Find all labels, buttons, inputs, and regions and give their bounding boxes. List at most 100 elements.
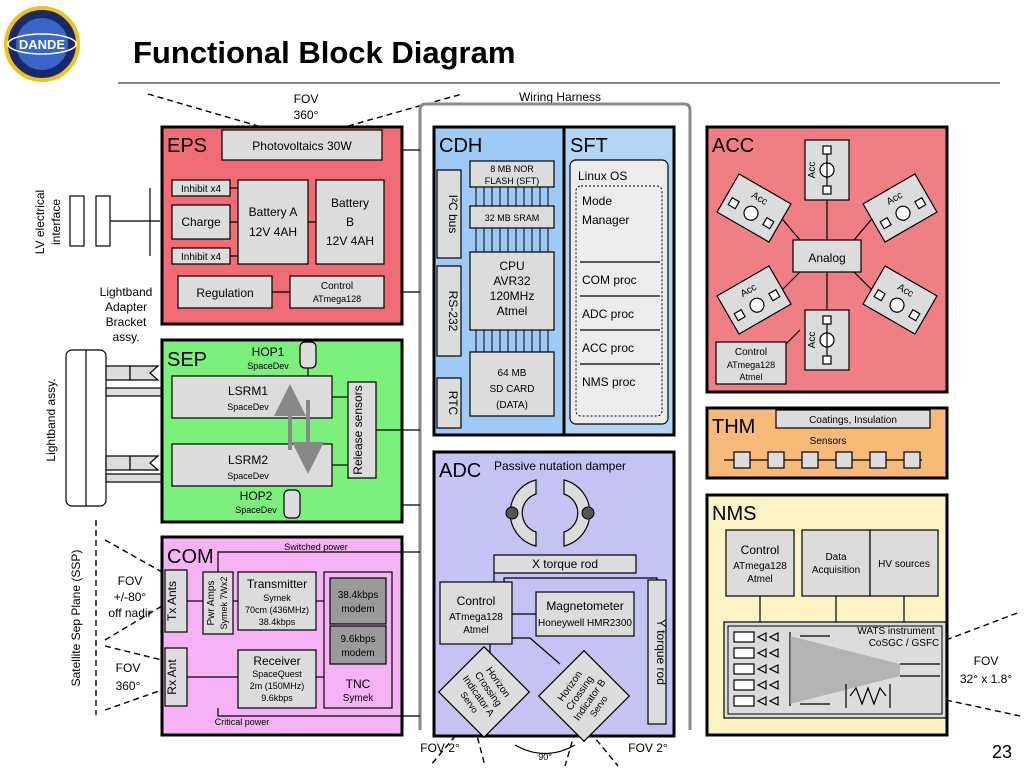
thm-sensors-label: Sensors — [810, 436, 847, 447]
wiring-harness — [418, 102, 692, 730]
thm-coatings — [775, 409, 931, 429]
thm-coatings-label: Coatings, Insulation — [809, 415, 897, 426]
acc-sensor-top: Acc — [804, 139, 850, 201]
cdh-bus-pins — [475, 187, 549, 352]
sep-block: SEP HOP1 SpaceDev LSRM1 SpaceDev LSRM2 S… — [160, 338, 420, 524]
sep-hop2-label: HOP2 — [240, 489, 273, 503]
com-tx-line2: Symek — [263, 593, 291, 603]
adc-damper-ball-left — [505, 506, 519, 520]
harness-label: Wiring Harness — [519, 90, 601, 104]
acc-block: ACC Analog Acc Acc — [705, 125, 949, 394]
eps-ctrl-line2: ATmega128 — [313, 294, 361, 304]
nms-beam-cone — [790, 636, 900, 704]
eps-inhibit2-label: Inhibit x4 — [181, 252, 221, 263]
cdh-sd-line2: SD CARD — [489, 384, 534, 395]
com-rx-line4: 9.6kbps — [261, 693, 293, 703]
adc-damper-left — [509, 479, 537, 547]
nms-daq-line1: Data — [825, 552, 847, 563]
com-block: COM Switched power Critical power Tx Ant… — [160, 535, 420, 737]
fov-right-line-a — [945, 611, 1021, 641]
com-rx-line1: Receiver — [253, 654, 300, 668]
cdh-cpu-line3: 120MHz — [490, 289, 535, 303]
com-pwr-amps — [202, 571, 234, 635]
com-m1-line2: modem — [341, 604, 374, 615]
adc-xrod-label: X torque rod — [532, 557, 598, 571]
fov-bottom-b-line2 — [564, 731, 576, 767]
sep-hop1-label: HOP1 — [252, 345, 285, 359]
fov-left-line-a — [104, 539, 163, 573]
thm-block: THM Coatings, Insulation Sensors — [705, 406, 949, 480]
cdh-rtc — [436, 377, 462, 429]
sft-nms-proc: NMS proc — [582, 375, 635, 389]
cdh-cpu — [469, 251, 555, 331]
adc-title: ADC — [439, 460, 481, 482]
sft-block: SFT Linux OS Mode Manager COM proc ADC p… — [562, 125, 676, 437]
cdh-sram-label: 32 MB SRAM — [485, 213, 540, 223]
com-pwr-amps-label: Pwr Amps — [206, 580, 217, 625]
fov-bottom-a: FOV 2° — [420, 741, 460, 755]
sep-hop2-sub: SpaceDev — [235, 505, 277, 515]
sep-lsrm2-sub: SpaceDev — [227, 471, 269, 481]
cdh-sd-line1: 64 MB — [498, 368, 527, 379]
com-tx-line4: 38.4kbps — [259, 617, 296, 627]
fov-right-line2: 32° x 1.8° — [960, 672, 1012, 686]
fov-bottom-a-line2 — [474, 727, 486, 767]
acc-sensor-lower-left: Acc — [716, 265, 792, 335]
adc-control — [439, 581, 513, 645]
adc-wire-yrod — [503, 577, 658, 582]
com-tx-ants-label: Tx Ants — [165, 581, 179, 621]
eps-photovoltaics — [221, 129, 383, 161]
com-tnc-line2: Symek — [343, 693, 375, 704]
com-receiver — [237, 649, 317, 709]
eps-regulation-label: Regulation — [196, 286, 253, 300]
com-critical-wire — [217, 708, 402, 717]
cdh-i2c-label: I²C bus — [446, 195, 460, 234]
sep-title: SEP — [167, 349, 207, 371]
com-tnc-line1: TNC — [346, 677, 371, 691]
com-pwr-amps-sub: Symek 7Wx2 — [219, 576, 229, 629]
eps-block: EPS Photovoltaics 30W Inhibit x4 Charge … — [160, 125, 420, 326]
acc-title: ACC — [712, 135, 754, 157]
eps-batt-a-line2: 12V 4AH — [249, 225, 297, 239]
sft-process-area — [575, 185, 663, 417]
adc-wire-hcb — [512, 637, 561, 665]
fov-top-right-line — [347, 93, 463, 127]
cdh-block: CDH I²C bus RS-232 RTC 8 MB NOR FLASH (S… — [432, 125, 566, 437]
adc-x-torque-rod — [493, 554, 637, 574]
cdh-sram — [469, 205, 555, 229]
page-number: 23 — [992, 742, 1012, 762]
acc-sensor-upper-right: Acc — [862, 173, 938, 243]
acc-sensor-upper-left: Acc — [716, 173, 792, 243]
sft-com-proc: COM proc — [582, 273, 637, 287]
fov-left-line3: off nadir — [108, 606, 151, 620]
sft-adc-proc: ADC proc — [582, 307, 634, 321]
sep-release-label: Release sensors — [351, 385, 365, 474]
eps-batt-a-line1: Battery A — [249, 205, 298, 219]
com-tx-line3: 70cm (436MHz) — [245, 605, 309, 615]
adc-damper-label: Passive nutation damper — [494, 459, 626, 473]
adc-ctrl-line2: ATmega128 — [449, 612, 503, 623]
cdh-sd-line3: (DATA) — [496, 400, 528, 411]
cdh-rs232-label: RS-232 — [446, 291, 460, 332]
logo-text: DANDE — [19, 37, 66, 52]
lb-bracket-line4: assy. — [112, 330, 139, 344]
fov-top-line2: 360° — [294, 108, 319, 122]
acc-ctrl-line3: Atmel — [739, 372, 762, 382]
nms-title: NMS — [712, 503, 756, 525]
adc-mag-line1: Magnetometer — [546, 599, 623, 613]
fov-com-line1: FOV — [116, 661, 141, 675]
lb-bracket-line3: Bracket — [106, 315, 147, 329]
cdh-nor-flash — [469, 160, 555, 188]
nms-block: NMS Control ATmega128 Atmel Data Acquisi… — [705, 493, 949, 737]
acc-label-bottom: Acc — [807, 332, 818, 349]
nms-ctrl-line1: Control — [741, 543, 780, 557]
nms-hv-label: HV sources — [878, 559, 930, 570]
page-title: Functional Block Diagram — [133, 35, 515, 70]
acc-analog-label: Analog — [808, 251, 845, 265]
com-tnc — [323, 571, 393, 709]
nms-filament — [849, 686, 887, 706]
com-rx-ant-label: Rx Ant — [165, 659, 179, 695]
nms-wats-line1: WATS instrument — [857, 626, 934, 637]
sft-mode-line2: Manager — [582, 213, 629, 227]
eps-ctrl-line1: Control — [321, 281, 353, 292]
